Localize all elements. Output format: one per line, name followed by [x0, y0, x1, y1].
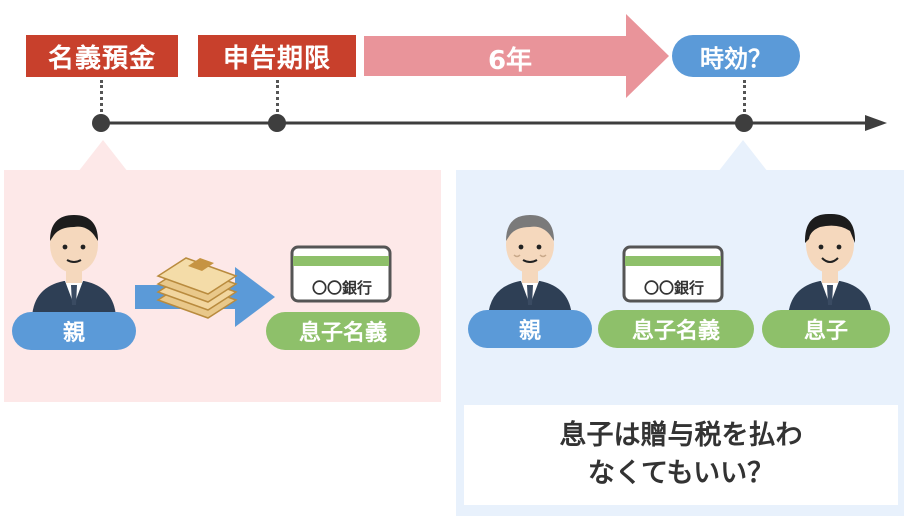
left-parent-pill: 親 [12, 312, 136, 350]
left-bank-card-icon [290, 245, 392, 303]
left-bank-text: 〇〇銀行 [311, 279, 372, 297]
deadline-label: 申告期限 [222, 43, 331, 74]
connector-meigi [100, 80, 103, 112]
right-parent-label: 親 [518, 319, 541, 344]
timeline-dot-statute [735, 114, 753, 132]
left-parent-label: 親 [62, 321, 85, 346]
timeline-dot-meigi [92, 114, 110, 132]
left-panel-pointer [78, 140, 128, 172]
money-stack-icon [156, 257, 238, 319]
connector-deadline [276, 80, 279, 112]
left-account-label: 息子名義 [298, 321, 387, 346]
timeline-axis [100, 115, 887, 131]
right-bank-card-icon [622, 245, 724, 303]
connector-statute [743, 80, 746, 112]
meigi-yokin-tag: 名義預金 [26, 35, 178, 77]
question-box: 息子は贈与税を払わ なくてもいい？ [464, 405, 898, 505]
right-bank-text: 〇〇銀行 [643, 279, 704, 297]
question-line-1: 息子は贈与税を払わ [559, 420, 803, 451]
son-pill: 息子 [762, 310, 890, 348]
parent-person-icon [32, 215, 116, 317]
son-person-icon [788, 213, 872, 317]
question-line-2: なくてもいい？ [587, 458, 775, 489]
right-panel-pointer [718, 140, 768, 172]
six-year-label: 6年 [487, 46, 533, 76]
deadline-tag: 申告期限 [198, 35, 356, 77]
right-account-pill: 息子名義 [598, 310, 754, 348]
right-parent-pill: 親 [468, 310, 592, 348]
statute-pill: 時効？ [672, 35, 800, 77]
right-account-label: 息子名義 [631, 319, 720, 344]
left-account-pill: 息子名義 [266, 312, 420, 350]
meigi-yokin-label: 名義預金 [47, 43, 156, 74]
timeline-dot-deadline [268, 114, 286, 132]
six-year-arrow [364, 14, 669, 98]
older-parent-person-icon [488, 215, 572, 317]
son-label: 息子 [803, 319, 848, 344]
statute-label: 時効？ [700, 44, 772, 73]
